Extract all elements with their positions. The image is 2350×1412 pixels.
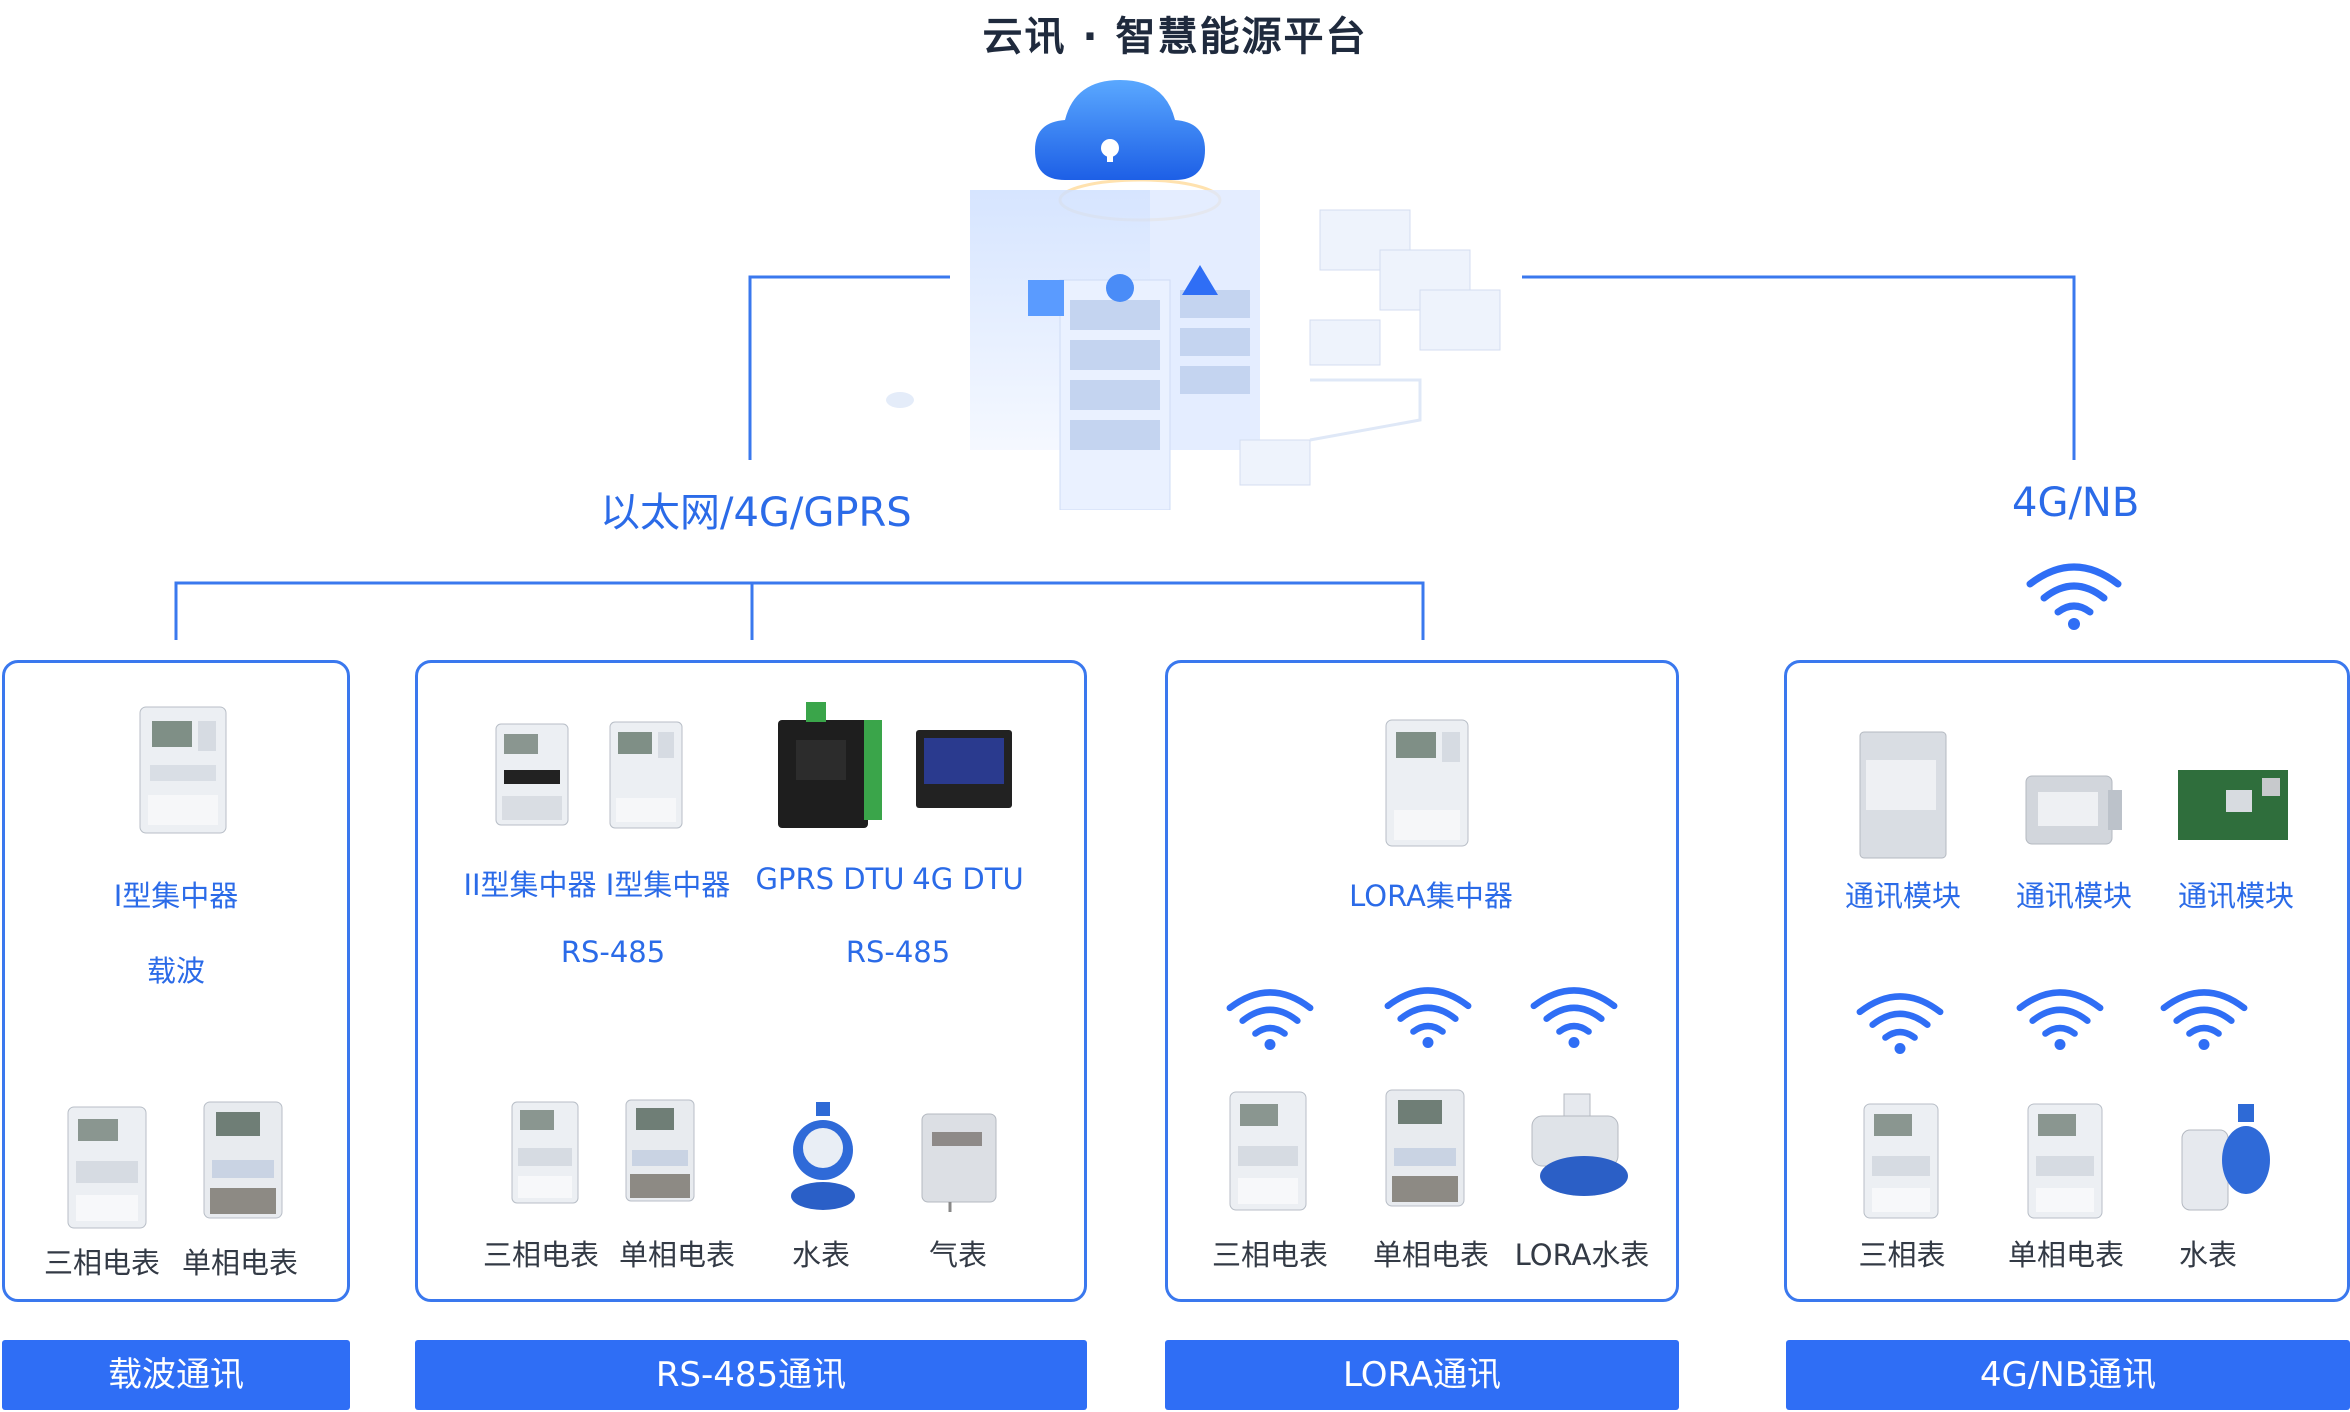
concentrator-device-icon (139, 706, 227, 834)
rs485-device-label-0: II型集中器 (463, 868, 597, 902)
carrier-concentrator-label: I型集中器 (113, 879, 239, 913)
rs485-meter-label-3: 气表 (928, 1238, 988, 1272)
module-icon (2178, 770, 2288, 840)
module-icon (1859, 731, 1947, 859)
footer-lora: LORA通讯 (1165, 1340, 1679, 1410)
concentrator-device-icon (609, 721, 683, 829)
dtu-icon (778, 702, 882, 828)
meter-icon (203, 1101, 283, 1219)
water-meter-icon (2181, 1104, 2270, 1211)
meter-icon (625, 1099, 695, 1202)
wifi-icon (2016, 989, 2104, 1050)
concentrator-device-icon (1385, 719, 1469, 847)
network-label-4g-nb: 4G/NB (2012, 480, 2140, 526)
wifi-icon (2026, 563, 2122, 630)
wifi-icon (1530, 987, 1618, 1048)
page-title: 云讯 · 智慧能源平台 (982, 14, 1368, 60)
carrier-meter-label-0: 三相电表 (43, 1246, 161, 1280)
lora-meter-label-0: 三相电表 (1211, 1238, 1329, 1272)
meter-icon (1229, 1091, 1307, 1211)
wifi-icon (1856, 993, 1944, 1054)
meter-icon (2027, 1103, 2103, 1219)
meter-icon (1863, 1103, 1939, 1219)
footer-carrier: 载波通讯 (2, 1340, 350, 1410)
meter-icon (67, 1106, 147, 1229)
wifi-icon (1226, 989, 1314, 1050)
water-meter-icon (1531, 1093, 1628, 1196)
footer-rs485: RS-485通讯 (415, 1340, 1087, 1410)
rs485-device-label-1: I型集中器 (605, 868, 731, 902)
rs485-device-label-2: GPRS DTU (755, 862, 905, 896)
lora-concentrator-label: LORA集中器 (1349, 879, 1513, 913)
nb-meter-label-1: 单相电表 (2007, 1238, 2125, 1272)
rs485-meter-label-1: 单相电表 (618, 1238, 736, 1272)
rs485-link-label-0: RS-485 (560, 935, 666, 969)
nb-meter-label-2: 水表 (2178, 1238, 2238, 1272)
meter-icon (511, 1101, 579, 1204)
lora-meter-label-2: LORA水表 (1514, 1238, 1650, 1272)
footer-4g-nb: 4G/NB通讯 (1786, 1340, 2350, 1410)
rs485-meter-label-0: 三相电表 (482, 1238, 600, 1272)
nb-module-label-2: 通讯模块 (2177, 879, 2295, 913)
water-meter-icon (791, 1102, 855, 1210)
carrier-link-label: 载波 (146, 954, 206, 988)
cloud-server-icon (886, 80, 1501, 510)
rs485-device-label-3: 4G DTU (912, 862, 1024, 896)
wifi-icon (1384, 987, 1472, 1048)
lora-meter-label-1: 单相电表 (1372, 1238, 1490, 1272)
network-label-ethernet: 以太网/4G/GPRS (600, 490, 912, 536)
module-icon (2025, 775, 2122, 845)
nb-module-label-1: 通讯模块 (2015, 879, 2133, 913)
rs485-link-label-1: RS-485 (845, 935, 951, 969)
nb-module-label-0: 通讯模块 (1844, 879, 1962, 913)
carrier-meter-label-1: 单相电表 (181, 1246, 299, 1280)
concentrator-device-icon (495, 723, 569, 826)
meter-icon (1385, 1089, 1465, 1207)
rs485-meter-label-2: 水表 (791, 1238, 851, 1272)
wifi-icon (2160, 989, 2248, 1050)
dtu-icon (916, 730, 1012, 808)
gas-meter-icon (921, 1113, 997, 1212)
nb-meter-label-0: 三相表 (1858, 1238, 1946, 1272)
